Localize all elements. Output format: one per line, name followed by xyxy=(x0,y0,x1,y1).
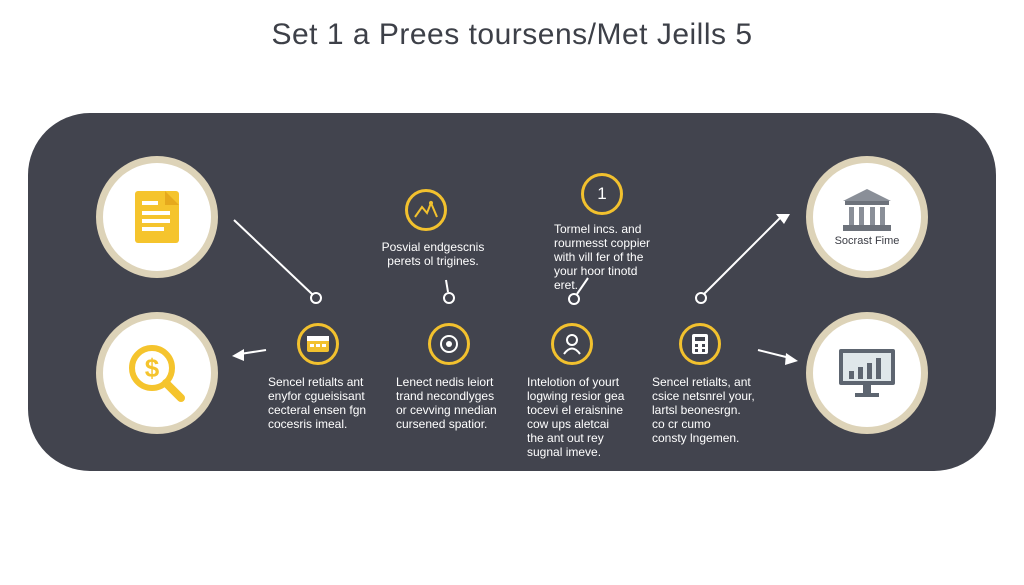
bank-node: Socrast Fime xyxy=(806,156,928,278)
top-step-2-icon-wrap: 1 xyxy=(581,173,623,215)
bottom-step-4-text: Sencel retialts, ant csice netsnrel your… xyxy=(652,375,755,445)
bottom-step-2-icon-wrap xyxy=(428,323,470,365)
calculator-icon xyxy=(692,334,708,354)
search-money-node: $ xyxy=(96,312,218,434)
person-icon xyxy=(563,334,581,355)
document-node xyxy=(96,156,218,278)
calendar-card-icon xyxy=(307,336,329,352)
bottom-step-2-text: Lenect nedis leiort trand necondlyges or… xyxy=(396,375,497,431)
bottom-step-4-icon-wrap xyxy=(679,323,721,365)
bottom-step-1-text: Sencel retialts ant enyfor cgueisisant c… xyxy=(268,375,367,431)
number-one-icon: 1 xyxy=(597,184,607,203)
dollar-magnifier-icon: $ xyxy=(129,345,185,402)
svg-text:$: $ xyxy=(145,353,160,383)
top-step-2-text: Tormel incs. and rourmesst coppier with … xyxy=(554,222,651,292)
page-title: Set 1 a Prees toursens/Met Jeills 5 xyxy=(271,18,753,51)
monitor-node xyxy=(806,312,928,434)
bar-chart-monitor-icon xyxy=(839,349,895,397)
bank-caption: Socrast Fime xyxy=(834,235,900,247)
bottom-step-1-icon-wrap xyxy=(297,323,339,365)
top-step-1-icon-wrap xyxy=(405,189,447,231)
top-step-1-text: Posvial endgescnis perets ol trigines. xyxy=(381,240,485,268)
bank-building-icon xyxy=(843,189,891,231)
target-icon xyxy=(440,335,458,353)
bottom-step-3-text: Intelotion of yourt logwing resior gea t… xyxy=(527,375,625,459)
bottom-step-3-icon-wrap xyxy=(551,323,593,365)
document-icon xyxy=(135,191,179,243)
mountain-chart-icon xyxy=(414,200,438,218)
